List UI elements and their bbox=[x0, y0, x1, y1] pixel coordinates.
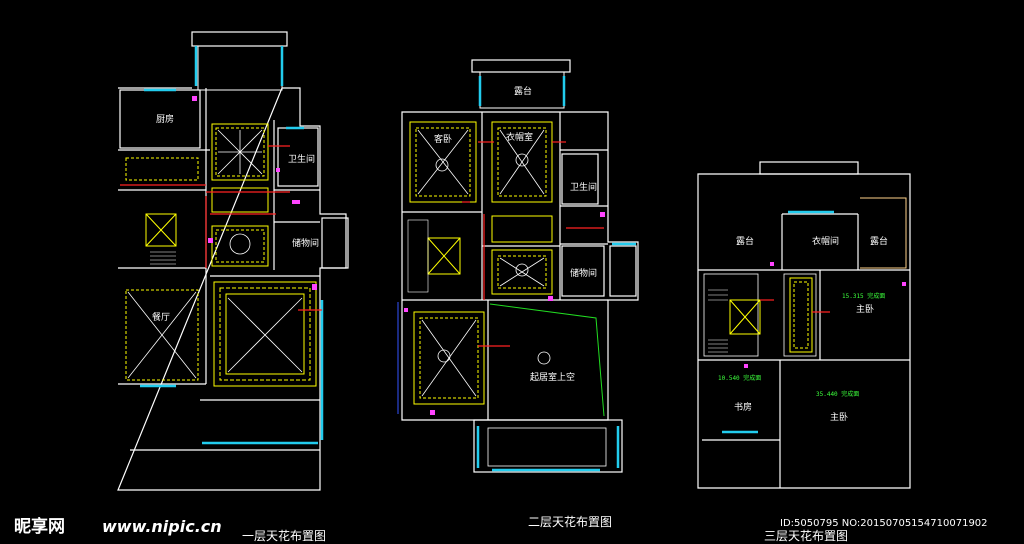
plan-3-markers bbox=[744, 262, 906, 368]
room-label: 餐厅 bbox=[152, 311, 170, 323]
plan-2-markers bbox=[404, 212, 605, 415]
plan-2-void bbox=[489, 303, 605, 417]
plan-1-markers bbox=[192, 96, 317, 290]
room-label: 客卧 bbox=[434, 133, 452, 145]
watermark: 昵享网 www.nipic.cn ID:5050795 NO:201507051… bbox=[14, 516, 988, 537]
room-label: 储物间 bbox=[292, 237, 319, 249]
watermark-url: www.nipic.cn bbox=[102, 517, 222, 536]
plan-3-pipes bbox=[760, 299, 830, 313]
room-label: 主卧 bbox=[830, 411, 848, 423]
room-label: 露台 bbox=[514, 85, 532, 97]
plan-1-room-labels: 厨房 卫生间 储物间 餐厅 bbox=[152, 113, 319, 323]
plan-1-title: 一层天花布置图 bbox=[242, 528, 326, 543]
watermark-logo: 昵享网 bbox=[14, 516, 65, 537]
plan-1-walls bbox=[117, 31, 349, 491]
room-label: 衣帽间 bbox=[812, 235, 839, 247]
plan-2-windows bbox=[476, 76, 636, 472]
plan-2-ceiling-details bbox=[407, 129, 551, 397]
plan-2-ceilings bbox=[409, 121, 553, 405]
plan-3: 露台 衣帽间 露台 主卧 书房 主卧 15.315 完成面 10.540 完成面… bbox=[697, 161, 911, 543]
plan-2-room-labels: 露台 客卧 衣帽室 卫生间 储物间 起居室上空 bbox=[434, 85, 597, 383]
level-annotation: 15.315 完成面 bbox=[842, 292, 885, 300]
room-label: 露台 bbox=[736, 235, 754, 247]
room-label: 起居室上空 bbox=[530, 371, 575, 383]
plan-2: 露台 客卧 衣帽室 卫生间 储物间 起居室上空 二层天花布置图 bbox=[397, 59, 639, 529]
plan-1-pipes bbox=[120, 145, 322, 311]
plan-1-ceiling-details bbox=[127, 129, 303, 379]
level-annotation: 35.440 完成面 bbox=[816, 390, 859, 398]
plan-3-walls bbox=[697, 161, 911, 489]
room-label: 衣帽室 bbox=[506, 131, 533, 143]
plan-1-stairs bbox=[150, 251, 176, 265]
room-label: 卫生间 bbox=[570, 181, 597, 193]
room-label: 主卧 bbox=[856, 303, 874, 315]
room-label: 厨房 bbox=[156, 113, 174, 125]
plan-3-ceilings bbox=[729, 277, 813, 353]
plan-3-balcony-line bbox=[860, 197, 907, 269]
room-label: 露台 bbox=[870, 235, 888, 247]
plan-1: 厨房 卫生间 储物间 餐厅 一层天花布置图 bbox=[117, 31, 349, 543]
plan-2-pipes bbox=[462, 141, 604, 347]
room-label: 卫生间 bbox=[288, 153, 315, 165]
plan-1-windows bbox=[140, 46, 324, 445]
plan-3-title: 三层天花布置图 bbox=[764, 528, 848, 543]
level-annotation: 10.540 完成面 bbox=[718, 374, 761, 382]
room-label: 书房 bbox=[734, 401, 752, 413]
plan-3-annotations: 15.315 完成面 10.540 完成面 35.440 完成面 bbox=[718, 292, 885, 398]
plan-1-ceilings bbox=[125, 123, 317, 387]
plan-2-walls bbox=[401, 59, 639, 473]
watermark-image-id: ID:5050795 NO:20150705154710071902 bbox=[780, 518, 988, 529]
plan-3-room-labels: 露台 衣帽间 露台 主卧 书房 主卧 bbox=[734, 235, 888, 423]
room-label: 储物间 bbox=[570, 267, 597, 279]
plan-3-stairs bbox=[708, 289, 728, 353]
plan-3-windows bbox=[722, 210, 834, 434]
plan-2-title: 二层天花布置图 bbox=[528, 514, 612, 529]
